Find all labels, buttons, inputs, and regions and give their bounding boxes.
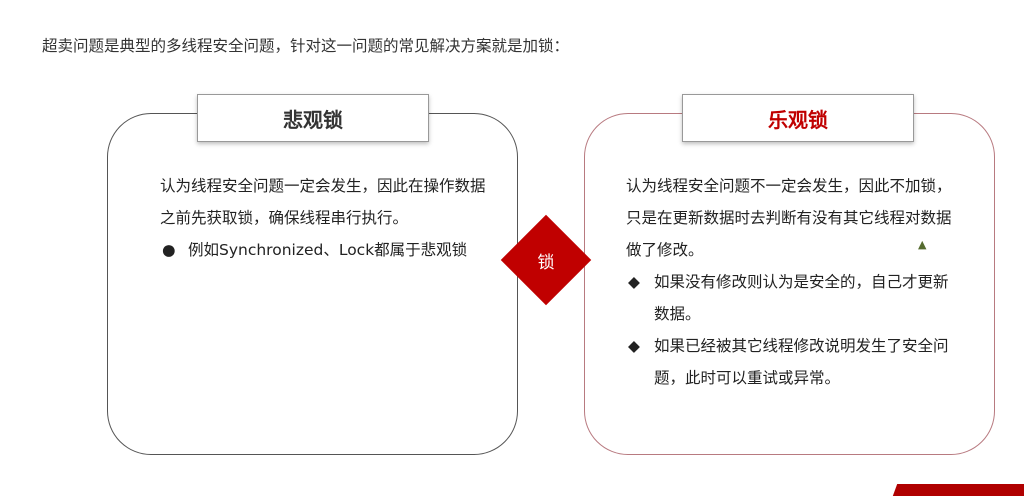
pessimistic-lock-card bbox=[107, 113, 518, 455]
list-item: ● 例如Synchronized、Lock都属于悲观锁 bbox=[160, 234, 490, 266]
bullet-dot-icon: ● bbox=[162, 241, 176, 259]
optimistic-lock-title: 乐观锁 bbox=[682, 94, 914, 142]
list-item: ◆ 如果已经被其它线程修改说明发生了安全问题，此时可以重试或异常。 bbox=[626, 330, 956, 394]
pessimistic-lock-body: 认为线程安全问题一定会发生，因此在操作数据之前先获取锁，确保线程串行执行。 ● … bbox=[160, 170, 490, 266]
bullet-diamond-icon: ◆ bbox=[628, 337, 640, 355]
bullet-diamond-icon: ◆ bbox=[628, 273, 640, 291]
pessimistic-description: 认为线程安全问题一定会发生，因此在操作数据之前先获取锁，确保线程串行执行。 bbox=[160, 177, 486, 227]
intro-text: 超卖问题是典型的多线程安全问题，针对这一问题的常见解决方案就是加锁： bbox=[42, 37, 570, 55]
optimistic-lock-body: 认为线程安全问题不一定会发生，因此不加锁，只是在更新数据时去判断有没有其它线程对… bbox=[626, 170, 956, 394]
mouse-cursor-icon: ▲ bbox=[918, 238, 927, 251]
lock-diamond-label: 锁 bbox=[537, 252, 555, 273]
pessimistic-lock-title: 悲观锁 bbox=[197, 94, 429, 142]
optimistic-description: 认为线程安全问题不一定会发生，因此不加锁，只是在更新数据时去判断有没有其它线程对… bbox=[626, 177, 952, 259]
footer-banner bbox=[892, 484, 1024, 496]
list-item: ◆ 如果没有修改则认为是安全的，自己才更新数据。 bbox=[626, 266, 956, 330]
